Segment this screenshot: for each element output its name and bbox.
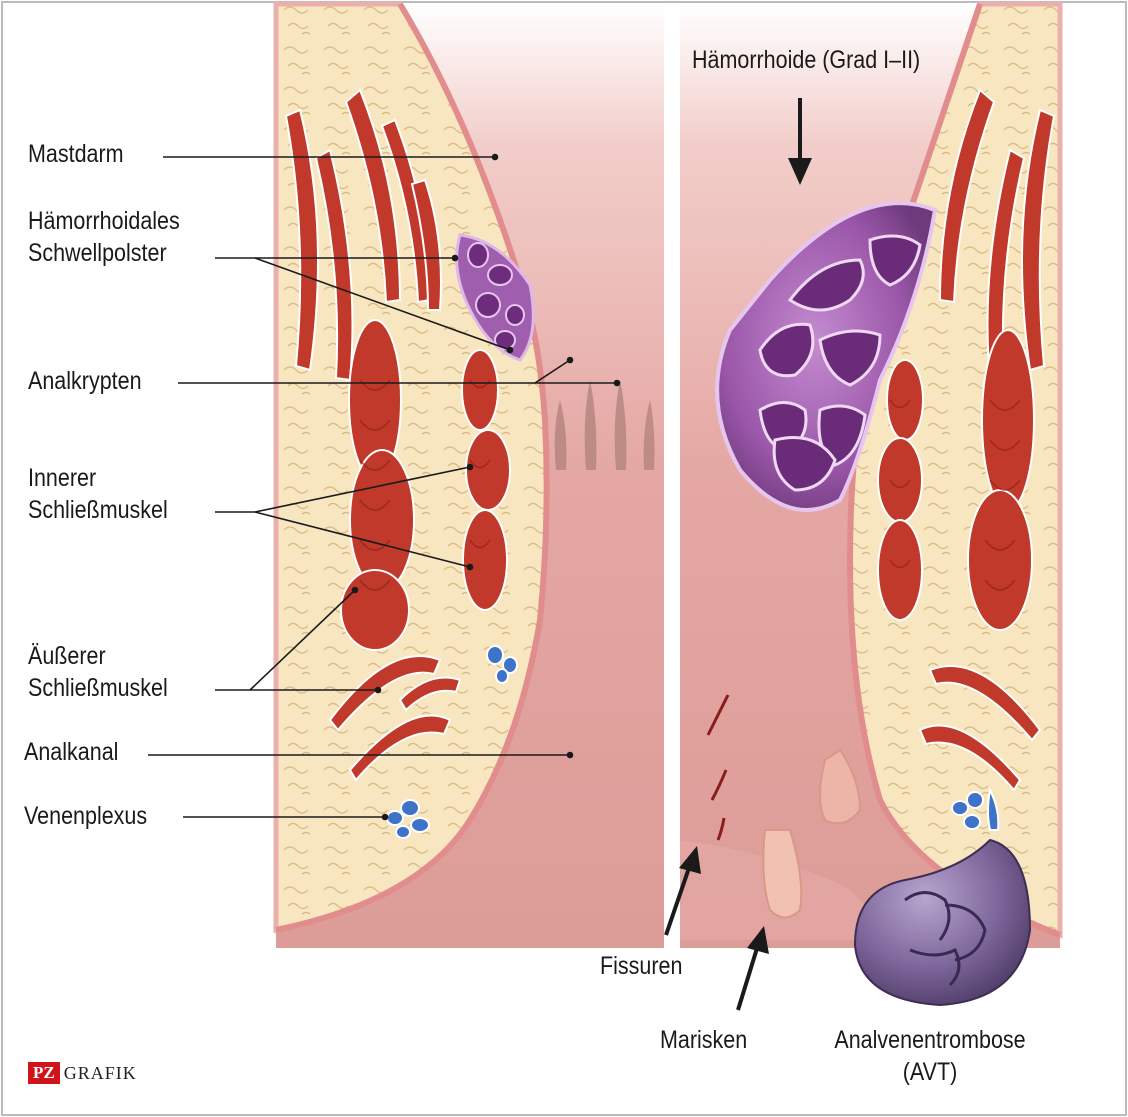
venous-plexus-left [386,645,518,839]
label-polster-line2: Schwellpolster [28,239,167,267]
left-cross-section [273,1,664,948]
pz-grafik-logo: PZ GRAFIK [28,1062,137,1084]
right-cross-section [680,1,1063,1007]
label-marisken: Marisken [660,1026,748,1054]
label-venenplexus: Venenplexus [24,802,148,830]
hemorrhoid-grade-1-2 [715,201,938,512]
logo-pz: PZ [28,1062,60,1084]
label-avt-line2: (AVT) [902,1058,958,1086]
label-innerer-schliessmuskel: Innerer Schließmuskel [28,462,168,526]
label-aeusserer-line2: Schließmuskel [28,674,168,702]
logo-grafik: GRAFIK [63,1063,137,1083]
label-analkrypten: Analkrypten [28,367,142,395]
label-mastdarm: Mastdarm [28,140,124,168]
anal-vein-thrombosis [853,838,1032,1007]
label-innerer-line1: Innerer [28,464,97,492]
venous-plexus-right [951,786,1000,831]
label-avt-line1: Analvenentrombose [834,1026,1026,1054]
mucosa-lining-right [846,3,1062,938]
label-haemorrhoide: Hämorrhoide (Grad I–II) [692,46,921,74]
arrow-fissuren [664,846,701,936]
canal-lumen-right [680,4,1060,948]
anal-columns-left [554,380,655,470]
mucosa-lining-left [275,2,550,933]
arrows [664,98,812,1011]
arrow-marisken [736,926,769,1011]
hemorrhoidal-cushion-left [455,233,535,362]
muscle-fibers-right [889,399,1021,591]
skin-tags [762,748,862,919]
label-aeusserer-schliessmuskel: Äußerer Schließmuskel [28,640,168,704]
label-analvenentrombose: Analvenentrombose (AVT) [818,1024,1042,1088]
canal-lumen-left [276,4,664,948]
label-analkanal: Analkanal [24,738,119,766]
label-innerer-line2: Schließmuskel [28,496,168,524]
label-haemorrhoidales-schwellpolster: Hämorrhoidales Schwellpolster [28,205,180,269]
fissures [706,694,730,841]
sphincter-muscles-left [284,88,511,782]
label-aeusserer-line1: Äußerer [28,642,106,670]
label-fissuren: Fissuren [600,952,683,980]
split-gap [666,4,680,948]
label-polster-line1: Hämorrhoidales [28,207,180,235]
arrow-haemorrhoide [788,98,812,185]
sphincter-muscles-right [877,88,1056,792]
leader-lines [148,153,621,821]
